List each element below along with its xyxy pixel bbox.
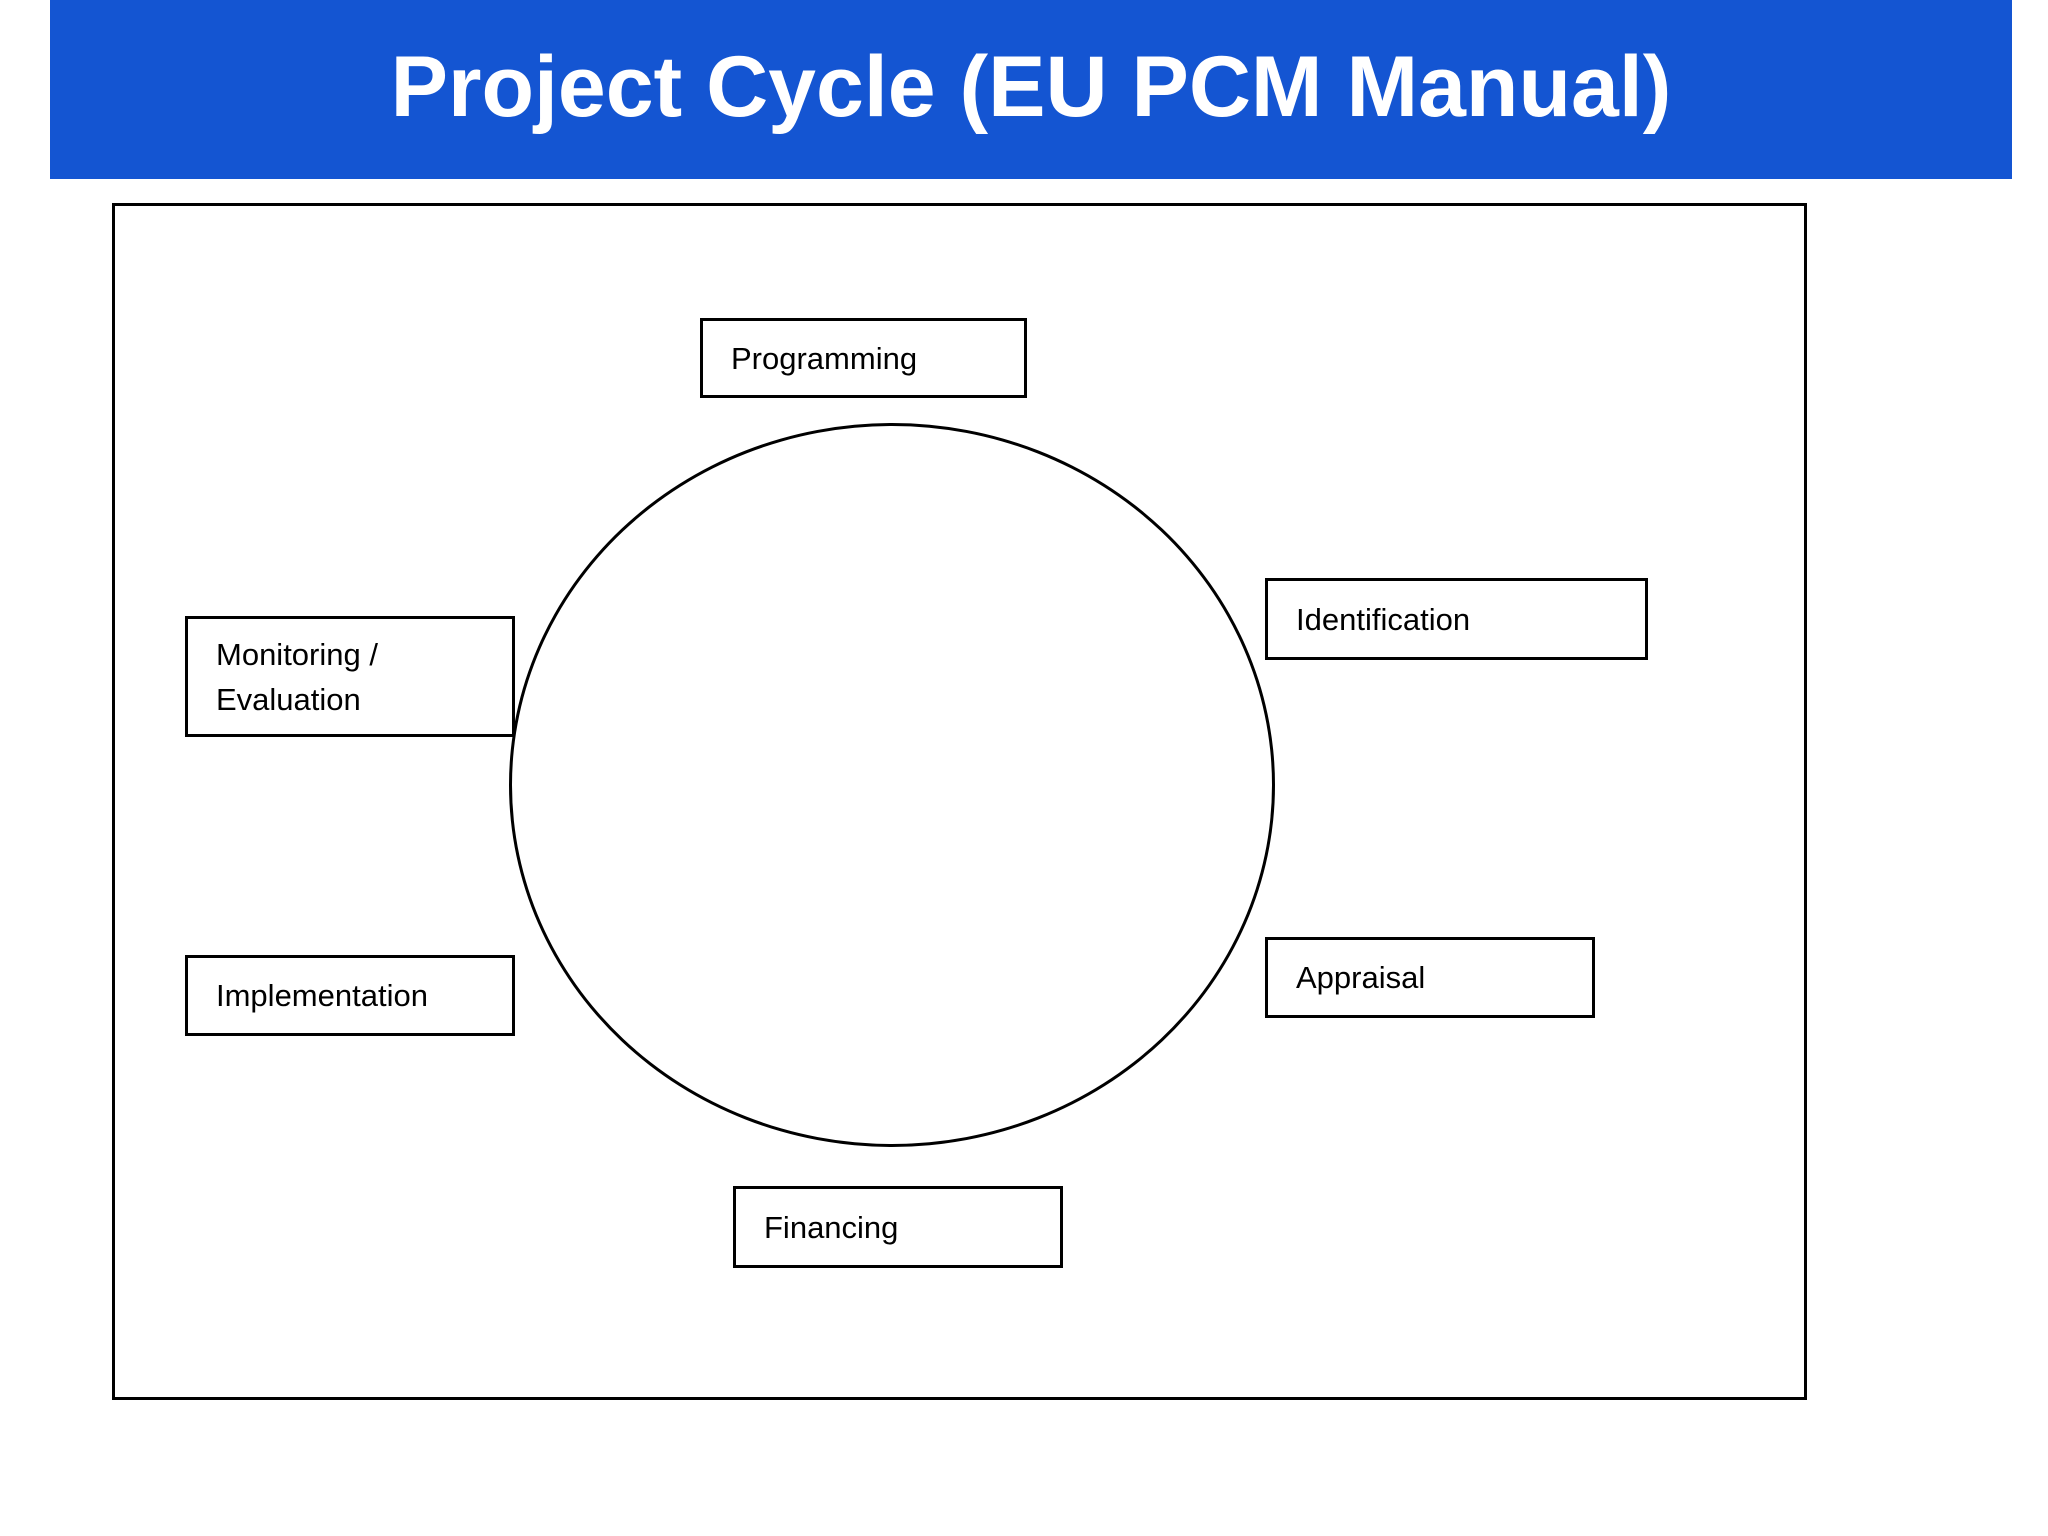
diagram-frame: Programming Identification Monitoring / … [112, 203, 1807, 1400]
stage-box-appraisal: Appraisal [1265, 937, 1595, 1018]
title-banner: Project Cycle (EU PCM Manual) [50, 0, 2012, 179]
stage-label-financing: Financing [764, 1209, 899, 1245]
stage-label-programming: Programming [731, 340, 918, 376]
stage-box-implementation: Implementation [185, 955, 515, 1036]
stage-box-identification: Identification [1265, 578, 1648, 660]
stage-box-programming: Programming [700, 318, 1027, 398]
cycle-circle [509, 423, 1275, 1147]
stage-label-implementation: Implementation [216, 978, 428, 1013]
stage-label-identification: Identification [1296, 601, 1471, 637]
stage-box-monitoring-evaluation: Monitoring / Evaluation [185, 616, 515, 737]
stage-label-appraisal: Appraisal [1296, 960, 1426, 995]
stage-box-financing: Financing [733, 1186, 1063, 1268]
slide-title: Project Cycle (EU PCM Manual) [390, 39, 1672, 135]
stage-label-monitoring-evaluation: Monitoring / Evaluation [216, 636, 378, 717]
